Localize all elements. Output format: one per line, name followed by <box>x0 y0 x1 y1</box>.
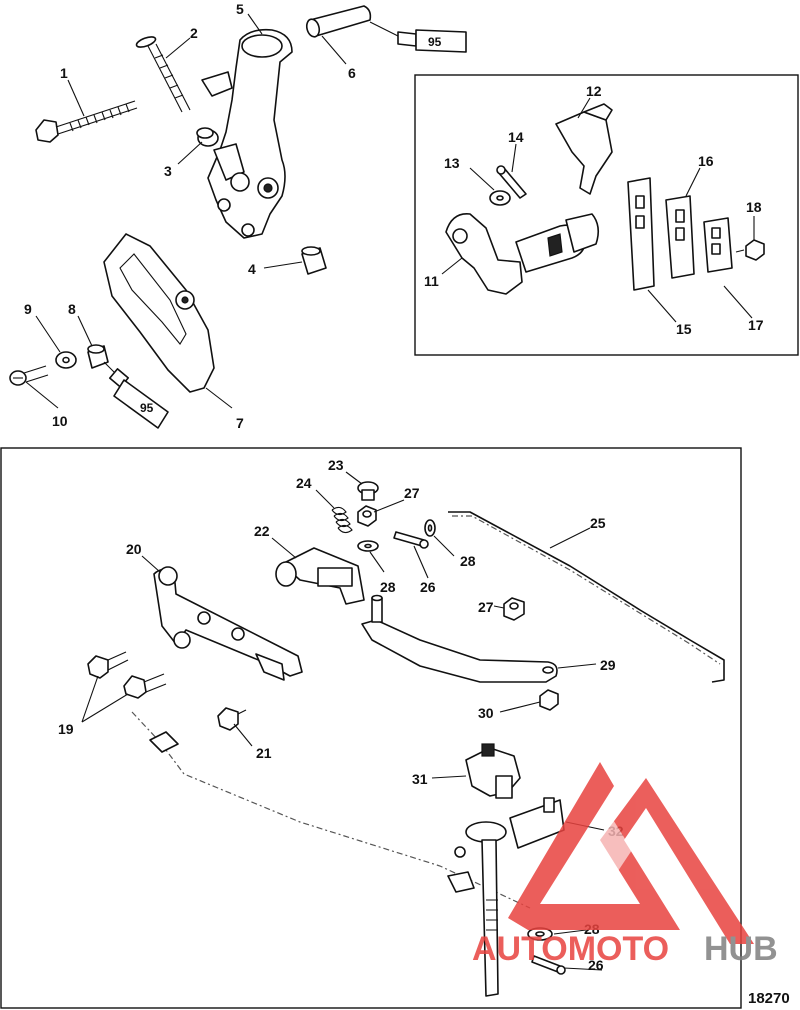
part-bracket-5 <box>201 28 293 239</box>
part-spring-24 <box>331 506 353 534</box>
callout-3: 3 <box>164 163 172 179</box>
lubricant-tube-left: 95 <box>103 361 169 429</box>
watermark-text-gray: HUB <box>704 930 778 968</box>
callout-2: 2 <box>190 25 198 41</box>
callout-12: 12 <box>586 83 602 99</box>
part-shaft-32 <box>454 797 565 997</box>
part-cover-7 <box>103 233 215 393</box>
part-cotter-pin-14 <box>496 165 527 199</box>
callout-labels: 1 2 3 4 5 6 7 8 9 10 11 12 13 14 15 16 1… <box>24 1 764 973</box>
part-washer-13 <box>489 190 511 206</box>
lubricant-tube-top: 95 <box>369 21 467 53</box>
callout-31: 31 <box>412 771 428 787</box>
callout-27b: 27 <box>478 599 494 615</box>
tube-left-label: 95 <box>140 401 154 415</box>
part-plate-17 <box>703 217 733 273</box>
leader-lines <box>25 13 755 971</box>
callout-17: 17 <box>748 317 764 333</box>
watermark-text-red: AUTOMOTO <box>472 930 669 968</box>
part-plate-15 <box>627 177 655 291</box>
callout-15: 15 <box>676 321 692 337</box>
callout-27a: 27 <box>404 485 420 501</box>
watermark-triangle-logo <box>508 762 754 944</box>
callout-29: 29 <box>600 657 616 673</box>
part-washer-28a <box>357 540 379 552</box>
part-washer-9 <box>55 351 77 369</box>
callout-13: 13 <box>444 155 460 171</box>
part-lever-29 <box>361 594 558 683</box>
callout-1: 1 <box>60 65 68 81</box>
part-cotter-pin-26a <box>393 531 429 549</box>
callout-24: 24 <box>296 475 312 491</box>
part-nut-30 <box>539 689 559 711</box>
part-nut-27a <box>357 505 377 527</box>
rod-end-fitting <box>149 731 179 753</box>
callout-9: 9 <box>24 301 32 317</box>
callout-28b: 28 <box>460 553 476 569</box>
rod-clip <box>447 871 475 893</box>
callout-20: 20 <box>126 541 142 557</box>
part-nut-27b <box>503 597 525 621</box>
part-sleeve-6 <box>305 5 372 38</box>
automotohub-watermark: AUTOMOTO HUB <box>472 762 778 968</box>
part-rod-25 <box>448 511 725 683</box>
part-bolt-19a <box>87 651 129 679</box>
linkage-rod-dashed <box>131 711 531 909</box>
callout-22: 22 <box>254 523 270 539</box>
watermark-triangle-inner <box>566 818 632 892</box>
part-washer-28b <box>424 519 436 537</box>
inset-frame-right <box>414 74 799 356</box>
callout-30: 30 <box>478 705 494 721</box>
callout-6: 6 <box>348 65 356 81</box>
callout-7: 7 <box>236 415 244 431</box>
tube-top-label: 95 <box>428 35 442 49</box>
callout-21: 21 <box>256 745 272 761</box>
lower-assembly-frame <box>0 447 742 1009</box>
callout-28a: 28 <box>380 579 396 595</box>
callout-10: 10 <box>52 413 68 429</box>
callout-26b: 26 <box>588 957 604 973</box>
part-cotter-pin-26b <box>531 955 566 975</box>
part-screw-23 <box>357 481 379 501</box>
part-screw-21 <box>217 707 247 731</box>
callout-23: 23 <box>328 457 344 473</box>
callout-25: 25 <box>590 515 606 531</box>
callout-5: 5 <box>236 1 244 17</box>
part-plate-16 <box>665 195 695 279</box>
part-rod-25-inner <box>452 515 721 665</box>
figure-number: 18270 <box>748 990 790 1007</box>
part-bushing-4 <box>301 246 327 275</box>
part-screw-18 <box>735 239 765 261</box>
callout-14: 14 <box>508 129 524 145</box>
part-bushing-3 <box>196 127 219 147</box>
callout-16: 16 <box>698 153 714 169</box>
callout-18: 18 <box>746 199 762 215</box>
part-bracket-22 <box>275 547 365 605</box>
callout-11: 11 <box>424 273 439 289</box>
part-bolt-19b <box>123 673 167 699</box>
callout-26a: 26 <box>420 579 436 595</box>
part-cam-31 <box>465 743 521 799</box>
callout-4: 4 <box>248 261 256 277</box>
callout-8: 8 <box>68 301 76 317</box>
part-clip-12 <box>555 103 613 195</box>
part-bushing-8 <box>87 344 109 369</box>
part-screw-2 <box>135 36 191 113</box>
part-screw-10 <box>9 365 49 386</box>
part-washer-28c <box>527 927 553 941</box>
part-shift-lever-11 <box>445 213 600 295</box>
callout-19: 19 <box>58 721 74 737</box>
part-bolt-1 <box>35 100 138 143</box>
